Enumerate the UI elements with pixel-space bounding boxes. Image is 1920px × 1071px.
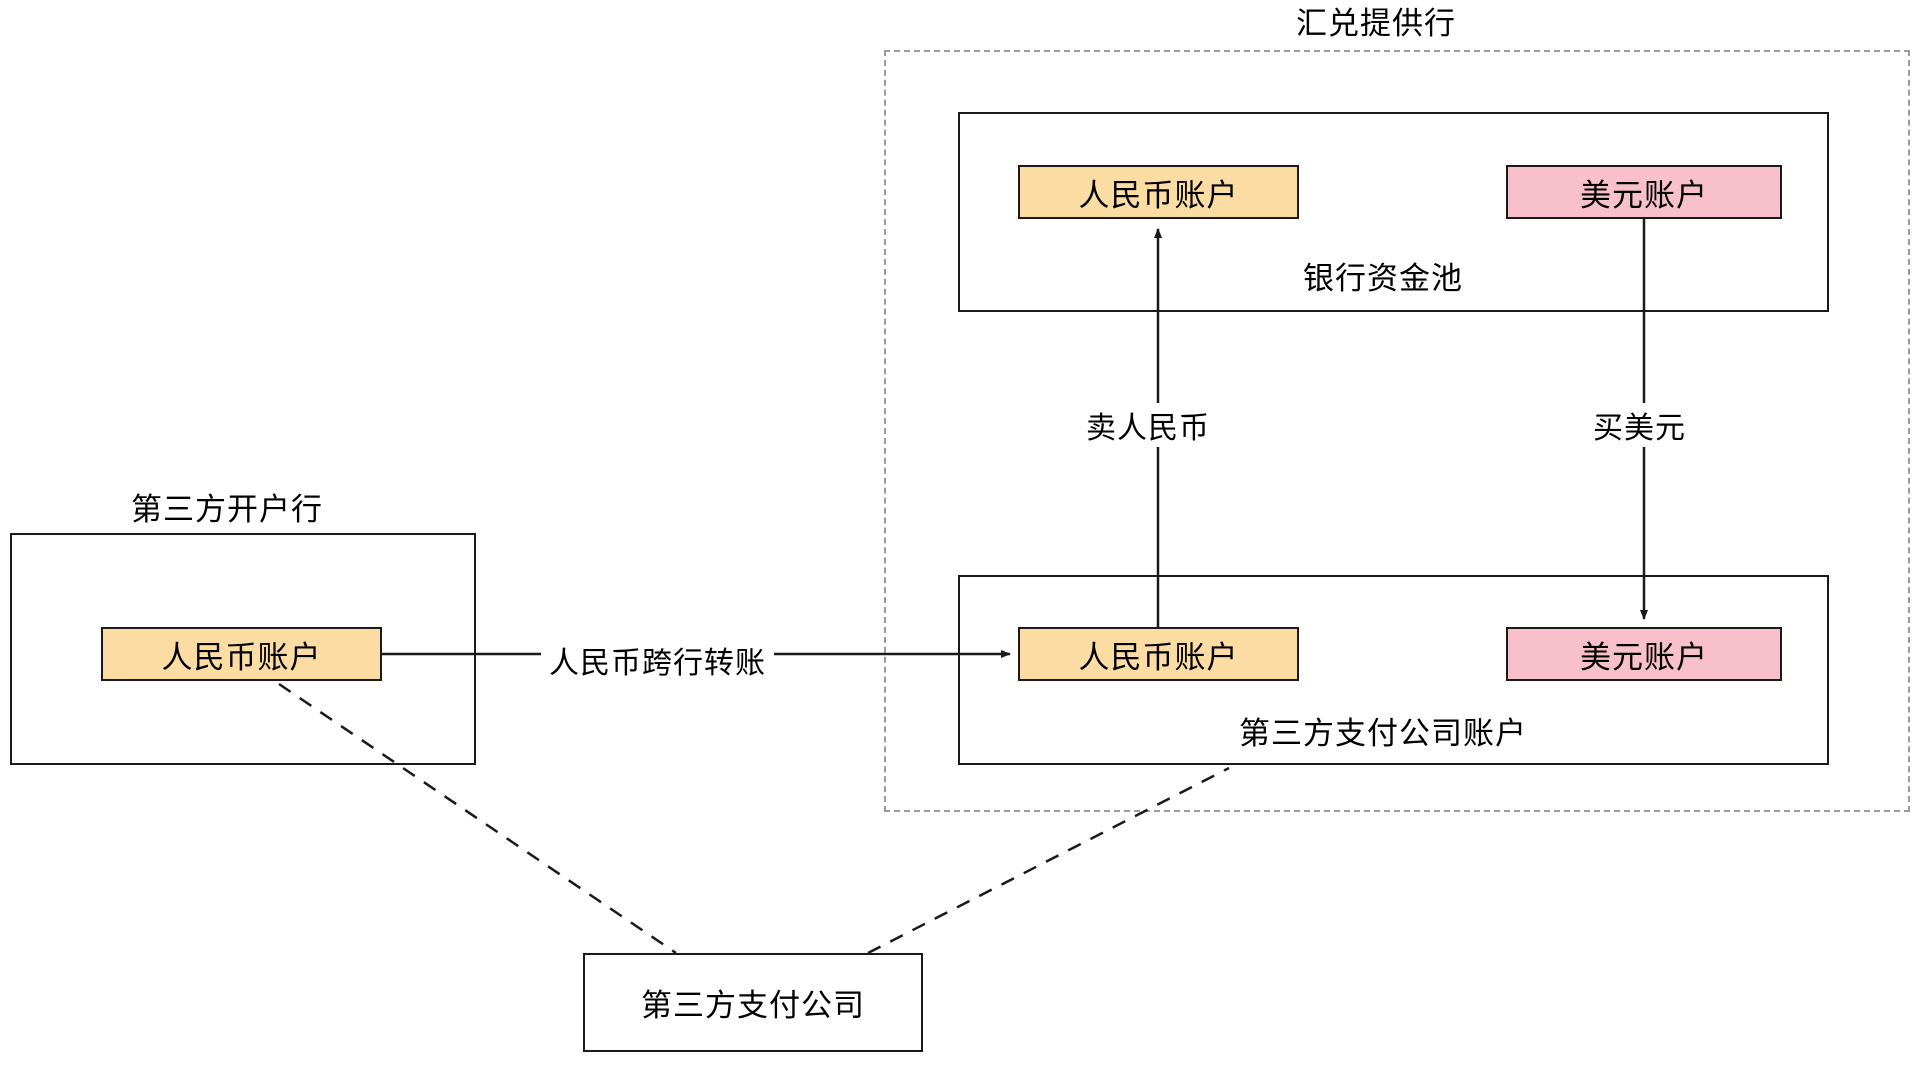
- region-third-party-opening-bank: [10, 533, 476, 765]
- region-bank-fund-pool-label: 银行资金池: [1303, 261, 1463, 296]
- node-opening-bank-rmb-account[interactable]: 人民币账户: [101, 627, 382, 681]
- node-payco-usd-account[interactable]: 美元账户: [1506, 627, 1782, 681]
- region-payment-company-account: [958, 575, 1829, 765]
- edge-label-buy-usd: 买美元: [1585, 403, 1694, 447]
- node-pool-usd-account[interactable]: 美元账户: [1506, 165, 1782, 219]
- region-exchange-provider-bank: [884, 50, 1910, 812]
- edge-label-sell-rmb: 卖人民币: [1078, 403, 1218, 447]
- region-exchange-provider-bank-label: 汇兑提供行: [1296, 6, 1456, 41]
- region-payment-company-account-label: 第三方支付公司账户: [1239, 716, 1527, 751]
- node-payment-company[interactable]: 第三方支付公司: [583, 953, 923, 1052]
- node-pool-rmb-account[interactable]: 人民币账户: [1018, 165, 1299, 219]
- edge-label-interbank-transfer: 人民币跨行转账: [541, 638, 774, 682]
- region-third-party-opening-bank-label: 第三方开户行: [131, 492, 323, 527]
- region-bank-fund-pool: [958, 112, 1829, 312]
- node-payco-rmb-account[interactable]: 人民币账户: [1018, 627, 1299, 681]
